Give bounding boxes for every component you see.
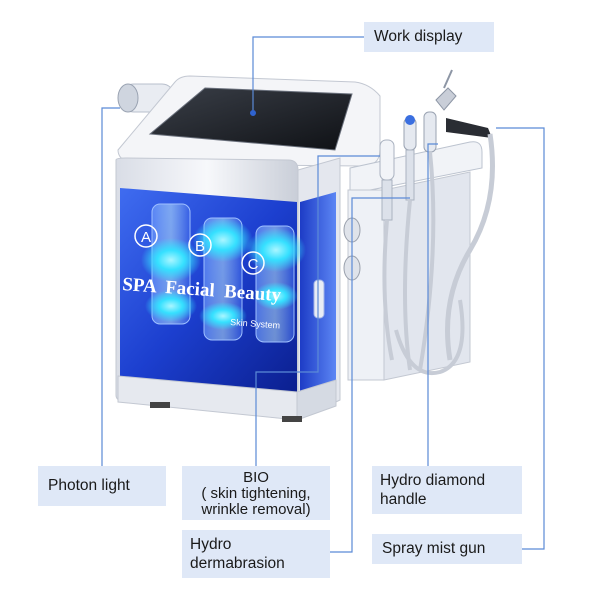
- bio-desc-line1: ( skin tightening,: [201, 485, 311, 502]
- hydro-dermabrasion-handpiece: [418, 111, 437, 371]
- bottle-letters: [134, 224, 265, 275]
- bottle-c: [246, 225, 306, 343]
- hydro-diamond-label: Hydro diamond handle: [372, 466, 522, 514]
- work-display-label: Work display: [364, 22, 494, 52]
- leader-dots: [250, 110, 256, 116]
- photon-light-text: Photon light: [48, 477, 130, 494]
- spray-gun: [435, 69, 495, 361]
- hydro-derm-line1: Hydro: [190, 536, 232, 553]
- bio-label: BIO ( skin tightening, wrinkle removal): [182, 466, 330, 520]
- bottle-b: [193, 217, 253, 341]
- spray-mist-gun-label: Spray mist gun: [372, 534, 522, 564]
- bottle-a-letter: A: [141, 229, 151, 246]
- leader-lines: [101, 36, 545, 553]
- hydro-dermabrasion-label: Hydro dermabrasion: [182, 530, 330, 578]
- spray-mist-gun-text: Spray mist gun: [382, 540, 486, 557]
- photon-light-label: Photon light: [38, 466, 166, 506]
- work-display-text: Work display: [374, 28, 463, 45]
- bottle-c-letter: C: [248, 256, 259, 273]
- photon-handpiece: [117, 83, 175, 113]
- bio-title: BIO: [243, 469, 269, 486]
- hydro-diamond-line2: handle: [380, 491, 427, 508]
- work-display-screen: [148, 87, 353, 151]
- bottle-b-letter: B: [195, 238, 205, 255]
- hydro-diamond-handpiece: [403, 115, 417, 371]
- brand-subtitle: Skin System: [230, 317, 281, 330]
- hydro-diamond-line1: Hydro diamond: [380, 472, 486, 489]
- bio-handpiece: [379, 139, 395, 361]
- bottle-a: [141, 203, 201, 325]
- bio-desc-line2: wrinkle removal): [201, 501, 311, 518]
- hydro-derm-line2: dermabrasion: [190, 555, 285, 572]
